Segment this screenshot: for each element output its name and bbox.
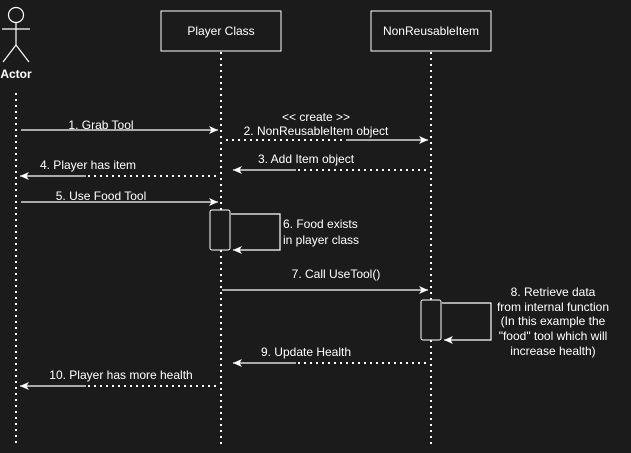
message-2-label: 2. NonReusableItem object — [244, 124, 389, 138]
non-reusable-item-box[interactable]: NonReusableItem — [370, 10, 492, 52]
item-activation-bar — [420, 299, 442, 341]
message-5-label: 5. Use Food Tool — [56, 189, 147, 203]
message-2-stereotype: << create >> — [282, 110, 350, 124]
message-6-label-line1: 6. Food exists — [283, 217, 358, 231]
message-8-self-arrow — [442, 302, 492, 344]
message-4-label: 4. Player has item — [40, 158, 136, 172]
non-reusable-item-label: NonReusableItem — [383, 24, 479, 38]
message-8-label-line4: "food" tool which will — [499, 329, 608, 343]
message-8-label-line5: increase health) — [510, 344, 595, 358]
message-6-label-line2: in player class — [283, 233, 359, 247]
message-1-label: 1. Grab Tool — [68, 118, 133, 132]
message-7-label: 7. Call UseTool() — [292, 267, 381, 281]
message-3-label: 3. Add Item object — [258, 152, 355, 166]
message-9-label: 9. Update Health — [261, 345, 351, 359]
message-6-self-arrow — [231, 213, 281, 254]
actor-label: Actor — [0, 67, 32, 81]
player-class-label: Player Class — [187, 24, 254, 38]
message-8-label-line2: from internal function — [497, 300, 609, 314]
player-class-box[interactable]: Player Class — [160, 10, 282, 52]
message-8-label-line3: (In this example the — [501, 314, 606, 328]
player-activation-bar — [209, 209, 231, 251]
actor-icon[interactable] — [2, 6, 30, 63]
message-8-label-line1: 8. Retrieve data — [511, 285, 596, 299]
message-10-label: 10. Player has more health — [49, 368, 192, 382]
